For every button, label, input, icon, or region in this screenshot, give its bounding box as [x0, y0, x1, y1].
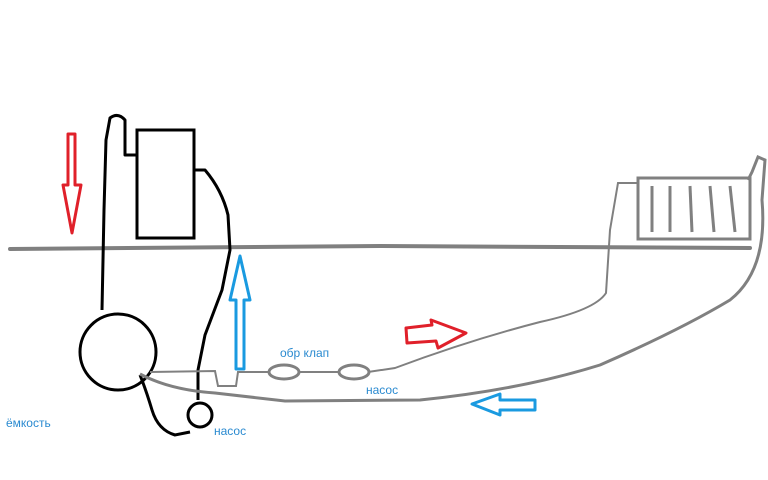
valve-ring-icon [267, 363, 301, 381]
boiler-left-wire [100, 113, 137, 311]
floor-line [8, 243, 752, 251]
boiler-right-wire [194, 168, 232, 400]
radiator-icon [636, 176, 752, 241]
check-valve-label: обр клап [280, 346, 329, 360]
blue-hollow-arrow [470, 392, 537, 417]
tank-label: ёмкость [6, 416, 51, 430]
pump-right-label: насос [366, 383, 398, 397]
supply-pipe [149, 182, 638, 387]
tank-pump-wire [138, 374, 191, 437]
tank-circle-icon [78, 312, 158, 392]
pump-circle-icon [186, 401, 214, 429]
red-hollow-arrow [61, 132, 83, 235]
blue-hollow-arrow [228, 254, 252, 371]
pump-left-label: насос [214, 424, 246, 438]
pump-ring-icon [337, 363, 371, 381]
red-hollow-arrow [404, 318, 468, 350]
boiler-icon [135, 128, 196, 240]
return-pipe [139, 155, 767, 403]
